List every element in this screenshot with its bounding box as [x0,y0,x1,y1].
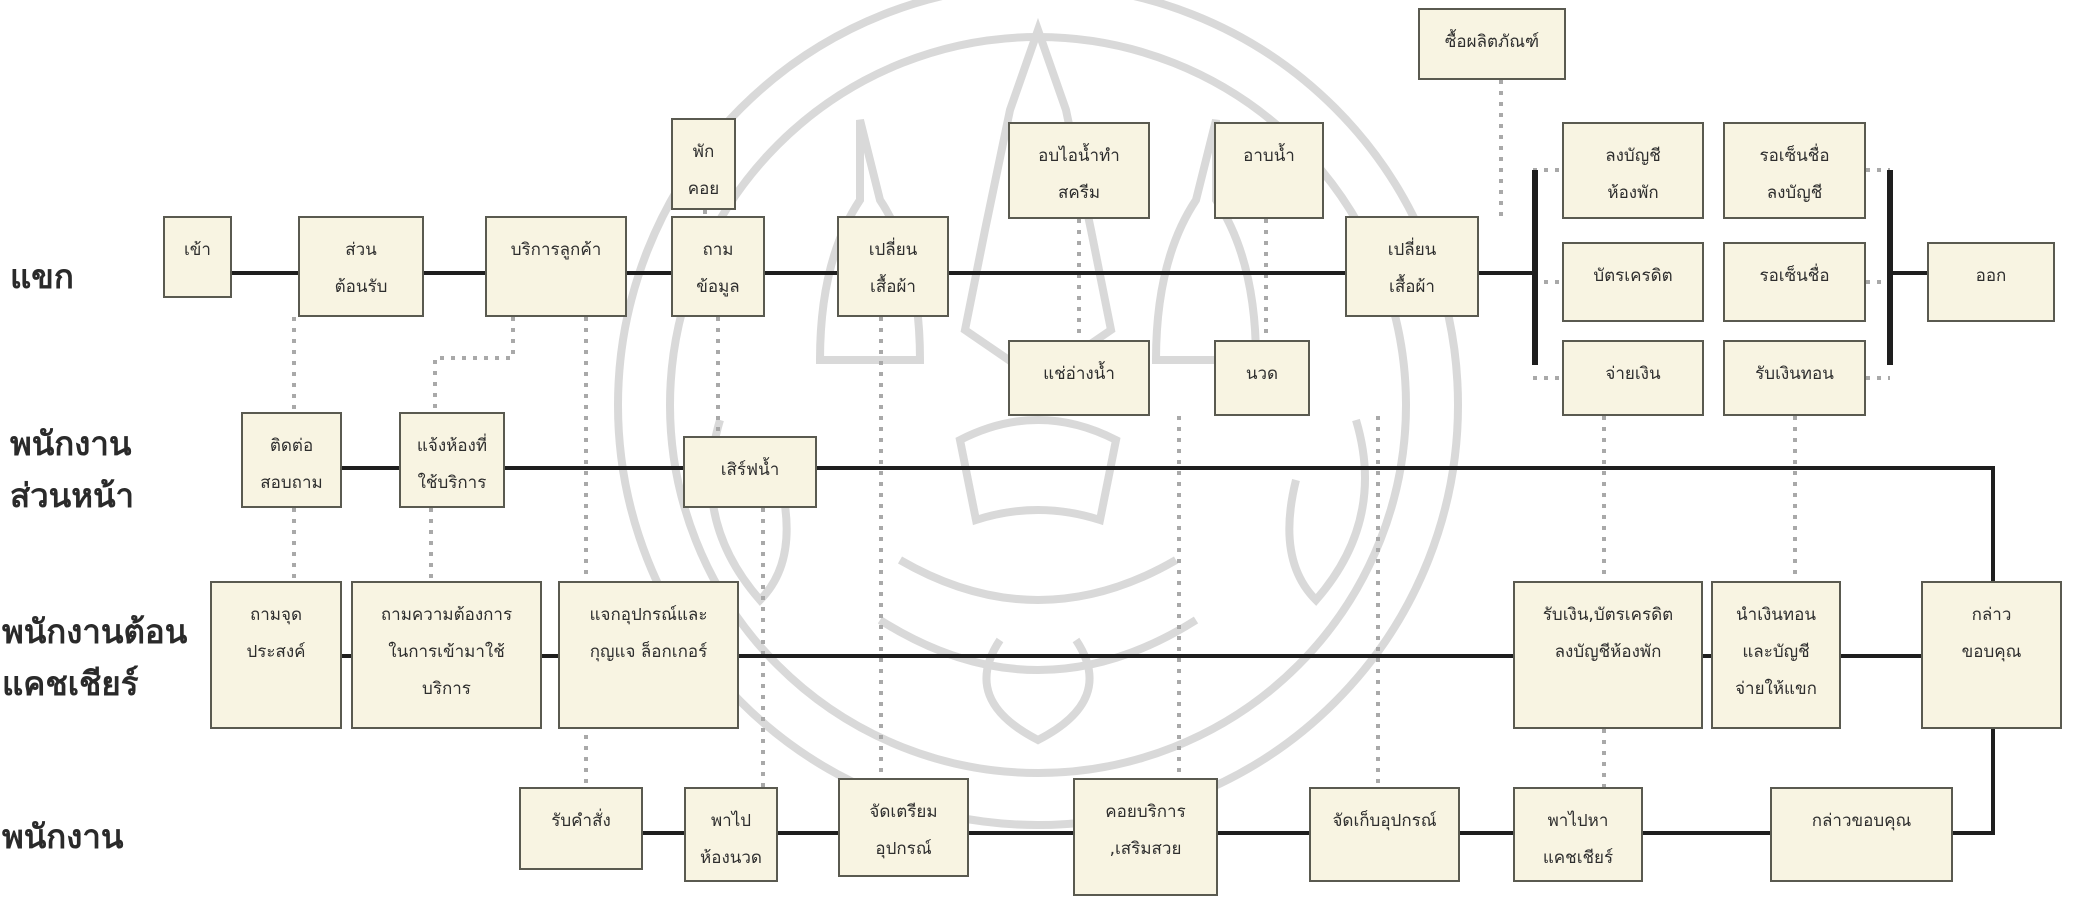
box-label: ถามจุด ประสงค์ [246,605,306,662]
box-customer-service: บริการลูกค้า [485,216,627,317]
box-label: อาบน้ำ [1243,146,1295,166]
box-label: เปลี่ยน เสื้อผ้า [1387,240,1437,297]
box-label: ติดต่อ สอบถาม [260,436,323,493]
box-receive-payment: รับเงิน,บัตรเครดิต ลงบัญชีห้องพัก [1513,581,1703,729]
box-label: คอยบริการ ,เสริมสวย [1105,802,1186,859]
box-label: นวด [1245,364,1279,384]
box-label: เข้า [184,240,211,260]
box-store-equipment: จัดเก็บอุปกรณ์ [1309,787,1460,882]
box-label: บริการลูกค้า [510,240,602,260]
box-label: อบไอน้ำทำ สครีม [1038,146,1120,203]
box-wait-sign-record: รอเซ็นชื่อ ลงบัญชี [1723,122,1866,219]
box-label: รอเซ็นชื่อ [1759,266,1830,286]
box-rest-wait: พัก คอย [671,118,736,210]
box-change-clothes-2: เปลี่ยน เสื้อผ้า [1345,216,1479,317]
box-label: รับคำสั่ง [551,811,611,831]
box-label: ถามความต้องการ ในการเข้ามาใช้ บริการ [380,605,513,699]
dotted-connectors [292,80,1890,787]
box-label: จัดเตรียม อุปกรณ์ [869,802,938,859]
box-label: จัดเก็บอุปกรณ์ [1332,811,1437,831]
box-credit-card: บัตรเครดิต [1562,242,1704,322]
box-contact-inquire: ติดต่อ สอบถาม [241,412,342,508]
box-serve-water: เสิร์ฟน้ำ [683,436,817,508]
solid-connectors [232,170,1995,835]
box-lead-massage: พาไป ห้องนวด [684,787,778,882]
box-buy-products: ซื้อผลิตภัณฑ์ [1418,8,1566,80]
box-wait-service: คอยบริการ ,เสริมสวย [1073,778,1218,896]
box-label: ออก [1975,266,2007,286]
box-label: บัตรเครดิต [1593,266,1673,286]
box-label: พาไป ห้องนวด [700,811,762,868]
box-label: พัก คอย [687,142,720,199]
box-thank-1: กล่าว ขอบคุณ [1921,581,2062,729]
box-label: รับเงิน,บัตรเครดิต ลงบัญชีห้องพัก [1542,605,1674,662]
box-reception-area: ส่วน ต้อนรับ [298,216,424,317]
box-enter: เข้า [163,216,232,298]
box-receive-order: รับคำสั่ง [519,787,643,870]
lane-label-guest: แขก [10,257,74,296]
box-shower: อาบน้ำ [1214,122,1324,219]
box-change-clothes-1: เปลี่ยน เสื้อผ้า [837,216,949,317]
box-prepare-equipment: จัดเตรียม อุปกรณ์ [838,778,969,877]
box-ask-info: ถาม ข้อมูล [671,216,765,317]
watermark-emblem [614,0,1462,829]
box-label: นำเงินทอน และบัญชี จ่ายให้แขก [1735,605,1817,699]
box-label: แจกอุปกรณ์และ กุญแจ ล็อกเกอร์ [589,605,708,662]
box-label: จ่ายเงิน [1605,364,1661,384]
box-label: พาไปหา แคชเชียร์ [1542,811,1614,868]
box-receive-change: รับเงินทอน [1723,340,1866,416]
box-notify-room: แจ้งห้องที่ ใช้บริการ [399,412,505,508]
staff-line [1953,729,1995,835]
box-steam-cream: อบไอน้ำทำ สครีม [1008,122,1150,219]
box-soak-tub: แช่อ่างน้ำ [1008,340,1150,416]
box-wait-sign: รอเซ็นชื่อ [1723,242,1866,322]
box-label: ส่วน ต้อนรับ [334,240,388,297]
front-staff-line [817,466,1995,581]
box-label: ซื้อผลิตภัณฑ์ [1444,32,1540,52]
lane-label-front-staff: พนักงาน ส่วนหน้า [10,424,135,515]
box-label: กล่าวขอบคุณ [1811,811,1912,831]
box-ask-purpose: ถามจุด ประสงค์ [210,581,342,729]
box-label: แช่อ่างน้ำ [1043,364,1115,384]
box-hand-equipment: แจกอุปกรณ์และ กุญแจ ล็อกเกอร์ [558,581,739,729]
box-bring-change: นำเงินทอน และบัญชี จ่ายให้แขก [1711,581,1841,729]
box-label: เสิร์ฟน้ำ [720,460,780,480]
lane-label-staff: พนักงาน [2,817,124,856]
box-record-room: ลงบัญชี ห้องพัก [1562,122,1704,219]
box-exit: ออก [1927,242,2055,322]
box-label: รอเซ็นชื่อ ลงบัญชี [1759,146,1830,203]
box-massage: นวด [1214,340,1310,416]
box-label: แจ้งห้องที่ ใช้บริการ [416,436,488,493]
box-ask-needs: ถามความต้องการ ในการเข้ามาใช้ บริการ [351,581,542,729]
box-label: กล่าว ขอบคุณ [1961,605,2022,662]
box-thank-2: กล่าวขอบคุณ [1770,787,1953,882]
box-label: ลงบัญชี ห้องพัก [1605,146,1661,203]
box-label: เปลี่ยน เสื้อผ้า [868,240,918,297]
dotted-connector [433,317,515,412]
box-label: ถาม ข้อมูล [696,240,740,297]
box-label: รับเงินทอน [1755,364,1834,384]
box-lead-cashier: พาไปหา แคชเชียร์ [1513,787,1643,882]
box-pay: จ่ายเงิน [1562,340,1704,416]
lane-label-reception-cashier: พนักงานต้อน แคชเชียร์ [2,612,188,703]
